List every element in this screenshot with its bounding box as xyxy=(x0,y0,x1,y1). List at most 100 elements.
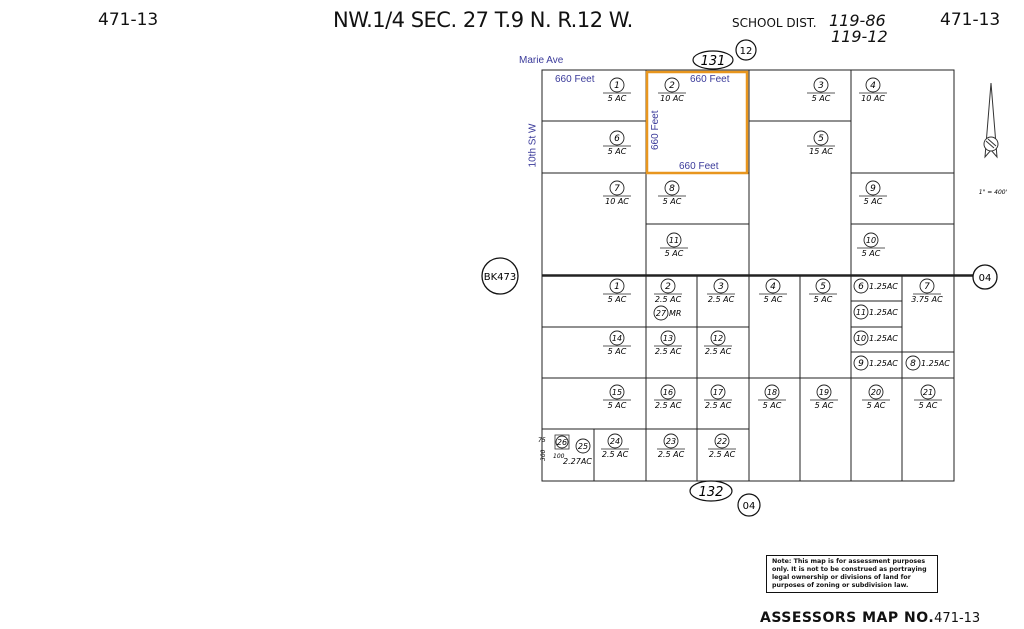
parcel-area: 5 AC xyxy=(663,197,682,206)
parcel-number: 3 xyxy=(718,282,724,292)
scale-label: 1" = 400' xyxy=(979,189,1008,196)
parcel-number: 26 xyxy=(557,438,567,447)
parcel-number: 8 xyxy=(669,184,675,194)
parcel-number: 7 xyxy=(924,282,930,292)
book-ref-text: BK473 xyxy=(484,272,517,283)
parcel-number-circle xyxy=(765,278,781,294)
dim-300: 300 xyxy=(540,449,547,461)
parcel-north-4[interactable]: 4 10 AC xyxy=(859,77,887,103)
parcel-north-7[interactable]: 710 AC xyxy=(603,180,631,206)
parcel-north-2[interactable]: 210 AC xyxy=(658,77,686,103)
parcel-number-circle xyxy=(865,77,881,93)
parcel-south-17[interactable]: 17 2.5 AC xyxy=(704,384,732,410)
parcel-south-3[interactable]: 3 2.5 AC xyxy=(707,278,735,304)
parcel-area: 15 AC xyxy=(809,147,833,156)
parcel-south-21[interactable]: 21 5 AC xyxy=(914,384,942,410)
feet-label-bottom-highlight: 660 Feet xyxy=(679,161,719,172)
parcel-number: 12 xyxy=(713,334,723,343)
parcel-area: 5 AC xyxy=(919,401,938,410)
parcel-south-15[interactable]: 155 AC xyxy=(603,384,631,410)
parcel-area: 5 AC xyxy=(763,401,782,410)
parcel-area: 5 AC xyxy=(814,295,833,304)
parcel-number-circle xyxy=(868,384,884,400)
ref-circle-04-bottom xyxy=(737,493,761,517)
parcel-number-circle xyxy=(853,355,869,371)
parcel-south-24[interactable]: 242.5 AC xyxy=(601,433,629,459)
ref-circle-04-right-text: 04 xyxy=(979,273,992,284)
parcel-number-circle xyxy=(555,435,569,449)
assessors-map-label: ASSESSORS MAP NO. xyxy=(760,610,935,626)
school-dist-value-1: 119-86 xyxy=(829,11,886,30)
feet-label-top-left: 660 Feet xyxy=(555,74,595,85)
parcel-south-14[interactable]: 145 AC xyxy=(603,330,631,356)
parcel-number-circle xyxy=(575,438,591,454)
school-dist-value-2: 119-12 xyxy=(831,27,888,46)
parcel-north-9[interactable]: 95 AC xyxy=(859,180,887,206)
parcel-south-25[interactable]: 252.27AC xyxy=(563,438,592,466)
ref-circle-04-bottom-text: 04 xyxy=(743,501,756,512)
parcel-area: 5 AC xyxy=(862,249,881,258)
parcel-north-5[interactable]: 515 AC xyxy=(807,130,835,156)
parcel-south-5[interactable]: 55 AC xyxy=(809,278,837,304)
parcel-area: 5 AC xyxy=(864,197,883,206)
parcel-north-6[interactable]: 65 AC xyxy=(603,130,631,156)
parcel-number-circle xyxy=(660,384,676,400)
parcel-south-23[interactable]: 232.5 AC xyxy=(657,433,685,459)
parcel-area: 2.5 AC xyxy=(658,450,685,459)
parcel-number: 11 xyxy=(669,236,679,245)
parcel-area: 2.5 AC xyxy=(708,295,735,304)
parcel-north-11[interactable]: 115 AC xyxy=(660,232,688,258)
ref-oval-131-text: 131 xyxy=(701,54,726,69)
disclaimer-note: Note: This map is for assessment purpose… xyxy=(766,555,938,593)
parcel-area: 2.5 AC xyxy=(655,401,682,410)
parcel-south-13[interactable]: 132.5 AC xyxy=(654,330,682,356)
parcel-number-circle xyxy=(853,330,869,346)
parcel-number: 10 xyxy=(856,334,866,343)
parcel-south-1[interactable]: 15 AC xyxy=(603,278,631,304)
parcel-number: 4 xyxy=(870,81,876,91)
parcel-south-2[interactable]: 22.5 AC xyxy=(654,278,682,304)
parcel-area: 10 AC xyxy=(861,94,885,103)
parcel-south-9[interactable]: 9 1.25AC xyxy=(853,355,898,371)
parcel-area: 3.75 AC xyxy=(911,295,943,304)
parcel-north-3[interactable]: 35 AC xyxy=(807,77,835,103)
parcel-number: 8 xyxy=(910,359,916,369)
parcel-south-22[interactable]: 222.5 AC xyxy=(708,433,736,459)
parcel-number: 17 xyxy=(713,388,724,397)
parcel-number-circle xyxy=(815,278,831,294)
parcel-number: 24 xyxy=(610,437,620,446)
parcel-area: 1.25AC xyxy=(869,359,898,368)
parcel-area: 2.5 AC xyxy=(705,401,732,410)
parcel-number-circle xyxy=(664,77,680,93)
parcel-south-4[interactable]: 45 AC xyxy=(759,278,787,304)
parcel-south-19[interactable]: 195 AC xyxy=(810,384,838,410)
parcel-number-circle xyxy=(609,77,625,93)
book-ref-circle xyxy=(481,257,519,295)
parcel-number: 21 xyxy=(923,388,933,397)
parcel-number-circle xyxy=(660,278,676,294)
parcel-south-16[interactable]: 16 2.5 AC xyxy=(654,384,682,410)
parcel-area: 5 AC xyxy=(608,94,627,103)
map-id-left: 471-13 xyxy=(98,10,159,30)
parcel-south-26[interactable]: 26 xyxy=(555,435,569,449)
parcel-area: 5 AC xyxy=(815,401,834,410)
parcel-number: 7 xyxy=(614,184,620,194)
parcel-area: 5 AC xyxy=(608,295,627,304)
parcel-north-1[interactable]: 15 AC xyxy=(603,77,631,103)
parcel-south-18[interactable]: 185 AC xyxy=(758,384,786,410)
parcel-number-circle xyxy=(865,180,881,196)
parcel-south-12[interactable]: 122.5 AC xyxy=(704,330,732,356)
feet-label-side-highlight: 660 Feet xyxy=(650,110,661,150)
parcel-south-20[interactable]: 205 AC xyxy=(862,384,890,410)
parcel-north-10[interactable]: 105 AC xyxy=(857,232,885,258)
parcel-number-circle xyxy=(653,305,669,321)
parcel-number: 9 xyxy=(858,359,864,369)
parcel-south-7[interactable]: 7 3.75 AC xyxy=(911,278,943,304)
parcel-number: 16 xyxy=(663,388,673,397)
parcel-north-8[interactable]: 8 5 AC xyxy=(658,180,686,206)
